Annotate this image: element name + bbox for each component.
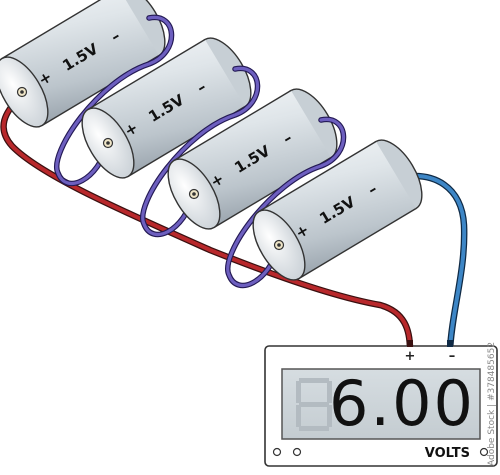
stock-id-text: Adobe Stock | #378485652 — [487, 342, 497, 466]
cell-edge-top — [1, 0, 102, 60]
battery-cell-3: +1.5V– — [167, 88, 338, 230]
stock-watermark: Adobe Stock | #378485652 — [487, 342, 497, 466]
ghost-segment-5 — [296, 405, 301, 427]
cell-edge-top — [173, 89, 292, 162]
terminal-dot — [106, 141, 110, 145]
battery-cell-4: +1.5V– — [252, 139, 423, 281]
battery-stack: +1.5V–+1.5V–+1.5V–+1.5V– — [0, 0, 423, 289]
blue-wire-core — [396, 174, 467, 352]
cell-edge-bottom — [298, 207, 417, 280]
terminal-dot — [20, 90, 24, 94]
meter-screw-left-2 — [292, 447, 302, 457]
terminal-dot — [192, 192, 196, 196]
ghost-segment-1 — [299, 402, 329, 407]
meter-screw-left — [272, 447, 282, 457]
battery-cell-1: +1.5V– — [0, 0, 166, 128]
meter-positive-label: + — [405, 349, 416, 364]
cell-edge-top — [87, 38, 206, 111]
meter-negative-label: – — [449, 349, 456, 364]
battery-cell-2: +1.5V– — [81, 37, 252, 179]
meter-unit-label: VOLTS — [425, 446, 470, 461]
ghost-segment-3 — [296, 381, 301, 403]
red-wire-core — [1, 95, 412, 352]
ghost-segment-4 — [327, 381, 332, 403]
lcd-ghost-segments — [296, 378, 332, 431]
meter-screw-right — [479, 447, 489, 457]
ghost-segment-6 — [327, 405, 332, 427]
ghost-segment-0 — [299, 378, 329, 383]
cell-edge-top — [258, 140, 377, 213]
meter-reading: 6.00 — [329, 367, 475, 440]
terminal-dot — [277, 243, 281, 247]
ghost-segment-2 — [299, 426, 329, 431]
voltmeter: + – 6.00 VOLTS — [264, 345, 498, 467]
